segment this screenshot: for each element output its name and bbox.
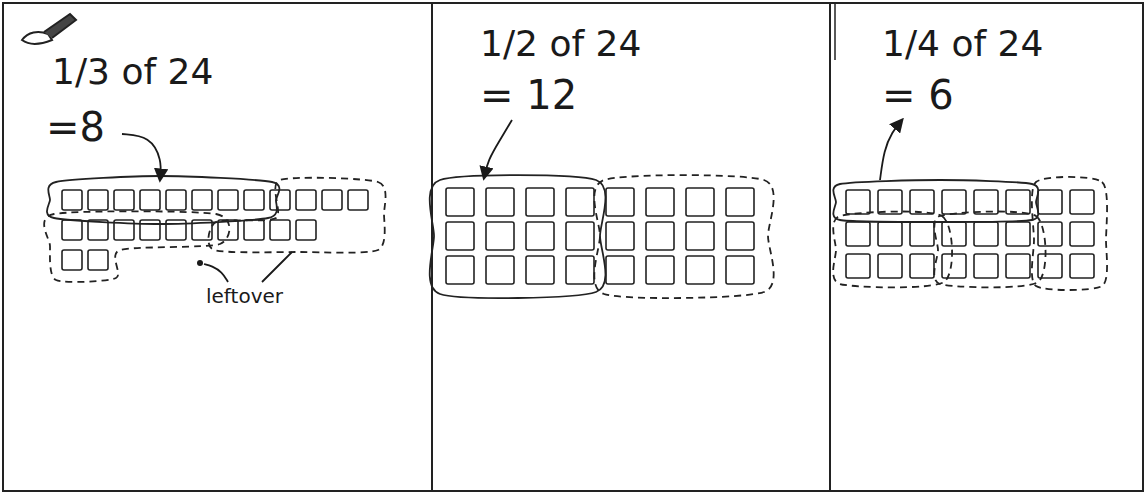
square-counter: [1006, 254, 1030, 278]
frame: [3, 3, 1143, 491]
leader-dot: [197, 260, 203, 266]
group-loop: [44, 211, 229, 282]
leader-arrow: [204, 264, 228, 282]
square-counter: [686, 188, 714, 216]
square-counter: [270, 220, 290, 240]
fraction-question: 1/2 of 24: [480, 22, 641, 65]
worksheet-panel: 1/2 of 24 = 12: [434, 6, 828, 490]
square-counter: [114, 190, 134, 210]
group-loop: [47, 176, 279, 224]
square-counter: [646, 256, 674, 284]
square-counter: [910, 254, 934, 278]
worksheet-panel: 1/4 of 24 = 6: [838, 6, 1140, 490]
square-counter: [646, 222, 674, 250]
square-counter: [88, 250, 108, 270]
square-counter: [62, 250, 82, 270]
square-counter: [942, 222, 966, 246]
square-counter: [296, 190, 316, 210]
square-counter: [526, 256, 554, 284]
divider: [834, 3, 836, 60]
group-loop: [430, 175, 606, 298]
square-counter: [974, 254, 998, 278]
leader-arrow: [122, 134, 161, 180]
square-counter: [1006, 190, 1030, 214]
square-counter: [1038, 190, 1062, 214]
square-counter: [62, 190, 82, 210]
note-label: leftover: [206, 284, 283, 308]
group-loop: [1032, 177, 1107, 290]
square-counter: [446, 256, 474, 284]
square-counter: [526, 188, 554, 216]
answer-text: = 6: [882, 71, 954, 119]
square-counter: [942, 254, 966, 278]
square-counter: [846, 254, 870, 278]
square-counter: [974, 222, 998, 246]
square-counter: [566, 188, 594, 216]
square-counter: [446, 188, 474, 216]
square-counter: [846, 222, 870, 246]
square-counter: [606, 256, 634, 284]
square-counter: [486, 256, 514, 284]
square-counter: [1070, 190, 1094, 214]
square-counter: [140, 190, 160, 210]
square-counter: [322, 190, 342, 210]
square-counter: [942, 190, 966, 214]
square-counter: [1038, 222, 1062, 246]
square-counter: [878, 190, 902, 214]
square-counter: [606, 222, 634, 250]
square-counter: [62, 220, 82, 240]
square-counter: [270, 190, 290, 210]
square-counter: [606, 188, 634, 216]
square-counter: [646, 188, 674, 216]
square-counter: [910, 190, 934, 214]
square-counter: [296, 220, 316, 240]
square-counter: [974, 190, 998, 214]
square-counter: [192, 190, 212, 210]
square-counter: [878, 254, 902, 278]
square-counter: [88, 190, 108, 210]
square-counter: [846, 190, 870, 214]
fraction-question: 1/3 of 24: [52, 50, 213, 93]
leader-arrow: [262, 252, 292, 282]
worksheet-panel: 1/3 of 24 =8: [6, 6, 430, 490]
square-counter: [910, 222, 934, 246]
square-counter: [686, 256, 714, 284]
square-counter: [686, 222, 714, 250]
square-counter: [526, 222, 554, 250]
square-counter: [348, 190, 368, 210]
square-counter: [244, 220, 264, 240]
square-counter: [878, 222, 902, 246]
leader-arrow: [484, 120, 512, 178]
pencil-icon: [22, 14, 76, 44]
square-counter: [1070, 254, 1094, 278]
square-counter: [446, 222, 474, 250]
square-counter: [1038, 254, 1062, 278]
group-loop: [594, 175, 773, 298]
square-counter: [486, 188, 514, 216]
answer-text: =8: [46, 103, 105, 151]
square-counter: [244, 190, 264, 210]
square-counter: [1070, 222, 1094, 246]
leader-arrow: [880, 120, 902, 180]
square-counter: [218, 190, 238, 210]
fraction-question: 1/4 of 24: [882, 22, 1043, 65]
answer-text: = 12: [480, 71, 577, 119]
square-counter: [726, 222, 754, 250]
group-loop: [934, 212, 1045, 288]
square-counter: [486, 222, 514, 250]
square-counter: [566, 256, 594, 284]
square-counter: [166, 190, 186, 210]
square-counter: [566, 222, 594, 250]
group-loop: [833, 180, 1038, 222]
square-counter: [1006, 222, 1030, 246]
group-loop: [208, 178, 385, 253]
square-counter: [726, 256, 754, 284]
divider: [829, 3, 831, 491]
square-counter: [726, 188, 754, 216]
